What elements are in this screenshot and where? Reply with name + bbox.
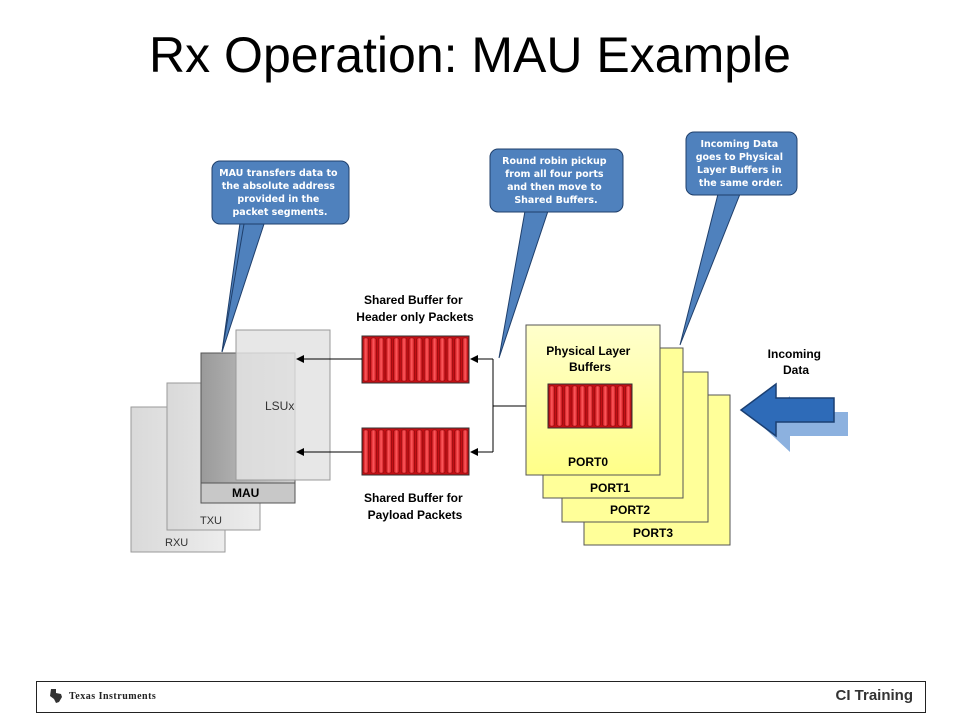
buffer-slot xyxy=(423,337,431,382)
slide-title: Rx Operation: MAU Example xyxy=(149,27,791,83)
header-buffer-label: Shared Buffer for Header only Packets xyxy=(356,293,474,324)
buffer-slot xyxy=(393,429,400,474)
buffer-slot xyxy=(431,429,438,474)
buffer-slot xyxy=(625,385,632,427)
buffer-slot xyxy=(431,337,438,382)
buffer-slot xyxy=(579,385,586,427)
rxu-label: RXU xyxy=(165,537,188,549)
buffer-slot xyxy=(423,429,431,474)
port2-label: PORT2 xyxy=(610,503,650,517)
payload-shared-buffer xyxy=(361,427,470,476)
phy-buffer-label: Physical Layer Buffers xyxy=(546,344,633,374)
texas-state-icon xyxy=(50,689,62,703)
buffer-slot xyxy=(439,337,446,382)
buffer-slot xyxy=(454,337,461,382)
incoming-data-arrow xyxy=(739,382,848,452)
buffer-slot xyxy=(446,337,454,382)
buffer-slot xyxy=(446,429,454,474)
buffer-slot xyxy=(393,337,400,382)
buffer-slot xyxy=(563,385,571,427)
buffer-slot xyxy=(377,429,385,474)
buffer-slot xyxy=(400,429,408,474)
svg-text:MAU transfers data to th: MAU transfers data to the absolute addre… xyxy=(219,168,341,218)
buffer-slot xyxy=(385,337,392,382)
buffer-slot xyxy=(462,429,469,474)
buffer-slot xyxy=(602,385,609,427)
incoming-callout: Incoming Data goes to Physical Layer Buf… xyxy=(679,131,798,346)
footer-bar: Texas Instruments CI Training xyxy=(36,681,926,713)
buffer-slot xyxy=(454,429,461,474)
svg-text:Round robin pickup from: Round robin pickup from all four ports a… xyxy=(502,156,610,206)
round-robin-callout: Round robin pickup from all four ports a… xyxy=(489,148,624,359)
payload-buffer-label: Shared Buffer for Payload Packets xyxy=(364,491,466,522)
lsux-unit: LSUx xyxy=(235,329,331,481)
buffer-slot xyxy=(416,429,423,474)
buffer-slot xyxy=(377,337,385,382)
lsux-label: LSUx xyxy=(265,399,294,413)
buffer-slot xyxy=(408,429,415,474)
buffer-slot xyxy=(439,429,446,474)
port3-label: PORT3 xyxy=(633,526,673,540)
buffer-slot xyxy=(362,429,369,474)
buffer-slot xyxy=(385,429,392,474)
svg-text:Incoming Data goes to Ph: Incoming Data goes to Physical Layer Buf… xyxy=(696,139,787,189)
ti-logo-text: Texas Instruments xyxy=(69,690,157,702)
buffer-slot xyxy=(594,385,601,427)
buffer-slot xyxy=(408,337,415,382)
buffer-slot xyxy=(609,385,617,427)
port1-label: PORT1 xyxy=(590,481,630,495)
buffer-slot xyxy=(416,337,423,382)
buffer-slot xyxy=(362,337,369,382)
buffer-slot xyxy=(462,337,469,382)
buffer-slot xyxy=(400,337,408,382)
txu-label: TXU xyxy=(200,515,222,527)
buffer-slot xyxy=(548,385,555,427)
header-shared-buffer xyxy=(361,335,470,384)
buffer-slot xyxy=(370,337,377,382)
port0-label: PORT0 xyxy=(568,455,608,469)
mau-callout: MAU transfers data to the absolute addre… xyxy=(211,160,350,353)
buffer-slot xyxy=(556,385,563,427)
phy-layer-buffer xyxy=(547,383,633,429)
incoming-data-label: Incoming Data xyxy=(768,347,825,377)
buffer-slot xyxy=(617,385,624,427)
mau-label: MAU xyxy=(232,486,259,500)
ti-logo: Texas Instruments xyxy=(49,688,156,704)
buffer-slot xyxy=(571,385,578,427)
ci-training-label: CI Training xyxy=(835,687,913,704)
buffer-slot xyxy=(586,385,594,427)
buffer-slot xyxy=(370,429,377,474)
